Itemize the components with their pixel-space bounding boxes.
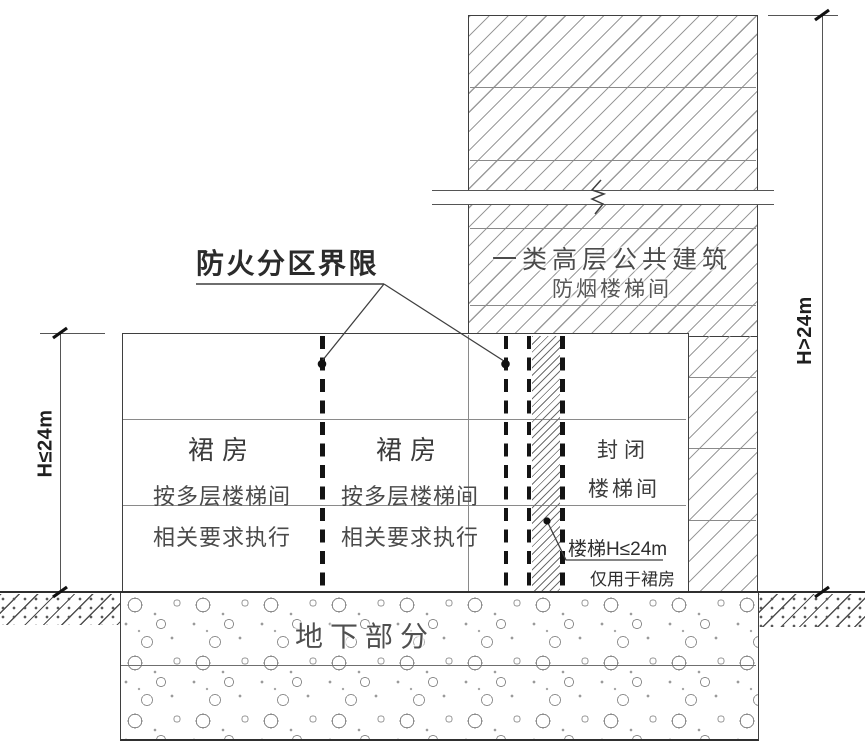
podium-section-note2: 相关要求执行: [152, 525, 291, 550]
height-dim-right-ext: [768, 14, 838, 16]
podium-section-note1: 按多层楼梯间: [340, 484, 479, 509]
podium-section-left: 裙房 按多层楼梯间 相关要求执行: [122, 430, 322, 552]
height-dim-left-line: [59, 333, 61, 592]
underground-label: 地下部分: [294, 621, 435, 652]
tower-wall-column: [687, 336, 758, 592]
podium-section-note1: 按多层楼梯间: [152, 484, 291, 509]
podium-section-right: 裙房 按多层楼梯间 相关要求执行: [325, 430, 495, 552]
tower-name-label: 一类高层公共建筑: [491, 246, 732, 274]
podium-section-title: 裙房: [187, 435, 256, 465]
enclosed-stair-label: 封闭 楼梯间: [562, 434, 686, 503]
tower-stair-label: 防烟楼梯间: [552, 278, 672, 301]
stair-note-line2: 仅用于裙房: [590, 570, 675, 589]
tower-floor-line: [470, 87, 756, 88]
fire-boundary-dashline-1: [320, 336, 325, 591]
stair-strip-dash-right: [560, 336, 565, 591]
podium-section-title: 裙房: [375, 435, 444, 465]
stair-note-line1: 楼梯H≤24m: [568, 539, 668, 560]
tower-floor-line: [470, 305, 756, 306]
enclosed-stair-label-line1: 封闭: [597, 439, 651, 462]
ground-line: [0, 591, 865, 594]
height-dim-left-ext: [40, 332, 105, 334]
basement-divider-line: [121, 665, 756, 667]
earth-hatch-right: [757, 593, 865, 627]
podium-floor-line: [123, 505, 686, 506]
wall-divider-line: [688, 377, 756, 378]
enclosed-stair-label-line2: 楼梯间: [588, 478, 660, 501]
podium-section-note2: 相关要求执行: [340, 525, 479, 550]
fire-boundary-dashline-2: [503, 336, 508, 591]
height-dim-left-label: H≤24m: [34, 409, 57, 477]
stair-strip-hatch: [531, 336, 560, 591]
tower-wall-line: [468, 335, 469, 592]
tower-floor-line: [470, 228, 756, 229]
tower-floor-line: [470, 160, 756, 161]
stair-strip-dash-left: [526, 336, 531, 591]
wall-divider-line: [688, 520, 756, 521]
fire-boundary-label: 防火分区界限: [196, 248, 380, 279]
podium-floor-line: [123, 419, 686, 420]
tower-break-band: [432, 189, 774, 205]
earth-hatch-left: [0, 593, 120, 625]
height-dim-right-line: [821, 15, 823, 592]
tower-block: [468, 15, 758, 337]
height-dim-right-label: H>24m: [793, 295, 816, 365]
wall-divider-line: [688, 448, 756, 449]
